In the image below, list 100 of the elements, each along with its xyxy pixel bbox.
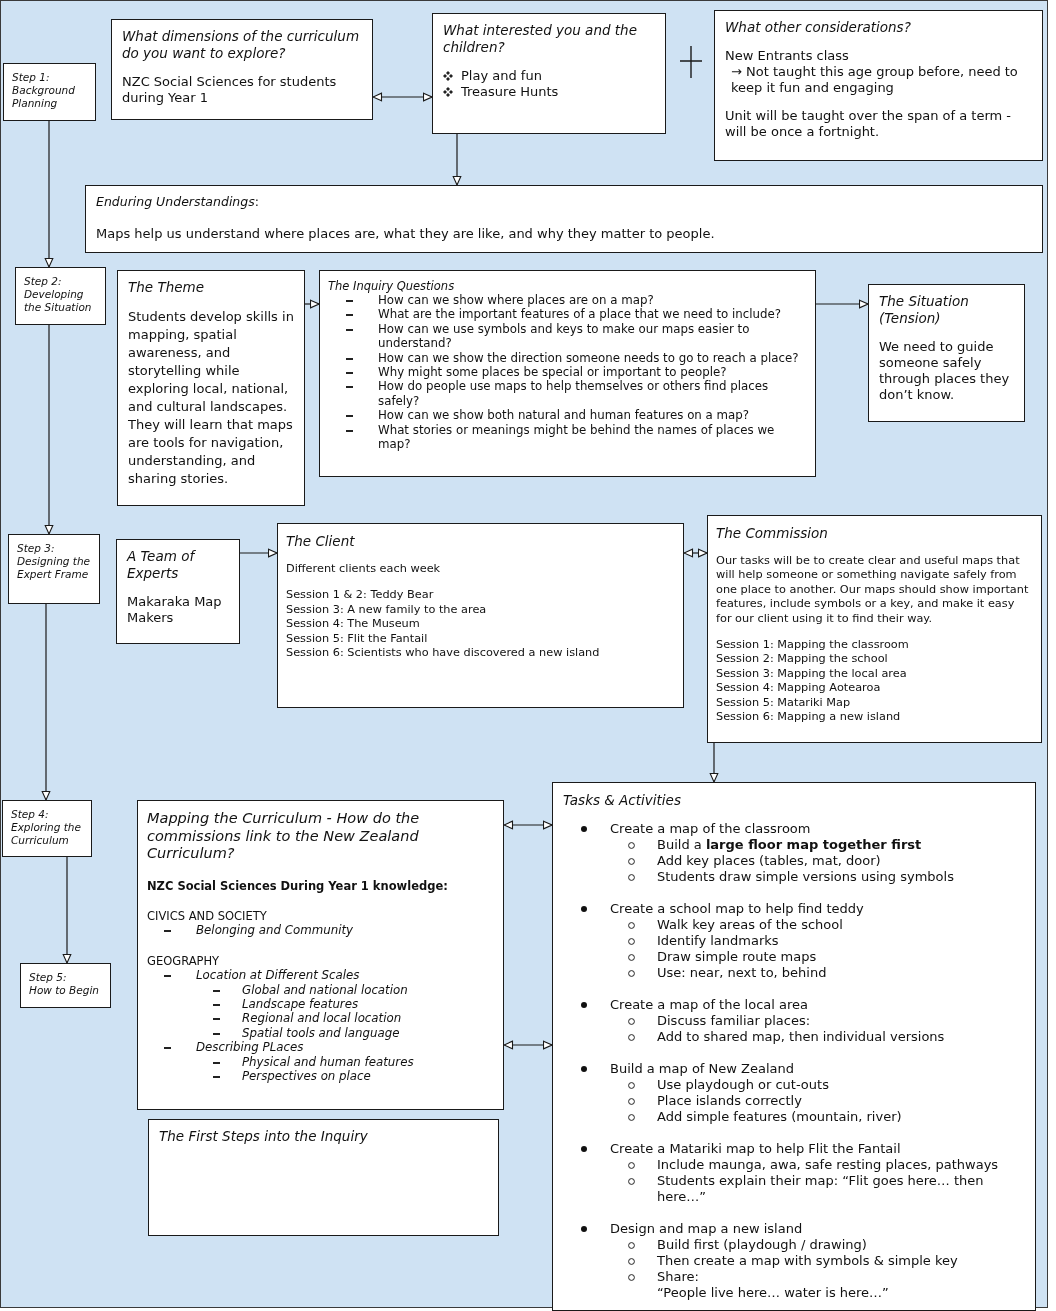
- arrow: [44, 120, 54, 268]
- question-item: How do people use maps to help themselves or others find places safely?: [378, 379, 770, 409]
- curriculum-item: Landscape features: [242, 996, 359, 1012]
- body-text: Session 6: Mapping a new island: [716, 710, 901, 725]
- body-text: Makaraka Map Makers: [127, 594, 223, 626]
- step-title: Exploring the Curriculum: [11, 821, 82, 847]
- body-text: Unit will be taught over the span of a term - will be once a fortnight.: [725, 108, 1012, 140]
- card-heading: What other considerations?: [725, 19, 911, 36]
- step-card: [3, 63, 96, 121]
- body-text: Different clients each week: [286, 562, 441, 577]
- double-arrow: [372, 92, 433, 102]
- arrow: [304, 299, 320, 309]
- card-heading: Mapping the Curriculum - How do the commissions link to the New Zealand Curriculum?: [147, 810, 421, 863]
- body-text: Session 5: Matariki Map: [716, 695, 851, 711]
- body-text: Session 1 & 2: Teddy Bear: [286, 588, 434, 603]
- step-title: How to Begin: [29, 984, 100, 997]
- curriculum-card: [137, 800, 504, 1110]
- question-item: How can we show the direction someone needs to go to reach a place?: [378, 350, 799, 366]
- step-number: Step 1:: [12, 71, 50, 84]
- step-card: [8, 534, 100, 604]
- question-item: What are the important features of a place that we need to include?: [378, 307, 781, 322]
- step-number: Step 5:: [29, 971, 67, 984]
- step-card: [2, 800, 92, 857]
- arrow: [41, 603, 51, 801]
- card-heading: Tasks & Activities: [563, 792, 681, 809]
- question-item: How can we use symbols and keys to make our maps easier to understand?: [378, 321, 751, 351]
- double-arrow: [683, 548, 708, 558]
- arrow: [815, 299, 869, 309]
- curriculum-item: Regional and local location: [242, 1011, 402, 1026]
- subtask-item: Add to shared map, then individual versions: [657, 1029, 945, 1045]
- task-item: Design and map a new island: [610, 1221, 803, 1237]
- step-number: Step 4:: [11, 808, 49, 821]
- arrow: [239, 548, 278, 558]
- commission-card: [707, 515, 1042, 743]
- step-number: Step 2:: [24, 275, 62, 288]
- question-card: [432, 13, 666, 134]
- team-card: [116, 539, 240, 644]
- card-heading: The Inquiry Questions: [328, 279, 455, 293]
- body-text: Session 6: Scientists who have discovered a new island: [286, 646, 600, 661]
- subtask-item: Share:: [657, 1269, 699, 1285]
- subtask-item: Build first (playdough / drawing): [657, 1237, 867, 1253]
- section-heading: CIVICS AND SOCIETY: [147, 908, 267, 924]
- task-item: Create a school map to help find teddy: [610, 901, 864, 917]
- body-text: Session 2: Mapping the school: [716, 652, 888, 667]
- card-heading: The Commission: [716, 525, 828, 542]
- body-text: Session 5: Flit the Fantail: [286, 631, 428, 647]
- subtask-item: Build a large floor map together first: [657, 837, 922, 853]
- curriculum-item: Physical and human features: [242, 1054, 414, 1069]
- double-arrow: [503, 820, 553, 830]
- question-item: What stories or meanings might be behind the names of places we map?: [378, 422, 776, 452]
- task-item: Create a map of the classroom: [610, 821, 811, 837]
- task-item: Create a Matariki map to help Flit the Fantail: [610, 1141, 901, 1157]
- arrow: [44, 324, 54, 535]
- card-heading: The Situation (Tension): [879, 293, 970, 327]
- step-number: Step 3:: [17, 542, 55, 555]
- double-arrow: [503, 1040, 553, 1050]
- subtask-item: Discuss familiar places:: [657, 1013, 811, 1029]
- curriculum-item: Perspectives on place: [242, 1068, 371, 1084]
- curriculum-item: Spatial tools and language: [242, 1025, 400, 1041]
- situation-card: [868, 284, 1025, 422]
- subtask-item: Walk key areas of the school: [657, 917, 843, 933]
- subtask-item: Students explain their map: “Flit goes here… then here…”: [657, 1173, 985, 1205]
- card-heading: What interested you and the children?: [443, 22, 638, 56]
- list-item: Play and fun: [461, 68, 542, 84]
- subtask-item: Use: near, next to, behind: [657, 965, 827, 981]
- body-text: NZC Social Sciences for students during Year 1: [122, 74, 338, 106]
- tasks-card: [552, 782, 1036, 1311]
- body-text: Session 4: The Museum: [286, 617, 420, 632]
- arrow: [709, 742, 719, 783]
- card-heading: The Client: [286, 533, 355, 550]
- task-item: Build a map of New Zealand: [610, 1061, 794, 1077]
- inquiry-questions-card: [319, 270, 816, 477]
- body-text: Session 3: A new family to the area: [286, 602, 487, 618]
- body-text: Maps help us understand where places are, what they are like, and why they matter to people.: [96, 226, 715, 242]
- question-item: Why might some places be special or important to people?: [378, 365, 727, 380]
- step-card: [15, 267, 106, 325]
- subtask-item: Add simple features (mountain, river): [657, 1109, 902, 1125]
- subtask-item: Use playdough or cut-outs: [657, 1077, 829, 1093]
- subtask-item: Draw simple route maps: [657, 949, 817, 965]
- subtask-item: Identify landmarks: [657, 933, 779, 949]
- card-heading: The First Steps into the Inquiry: [159, 1128, 368, 1145]
- section-heading: GEOGRAPHY: [147, 953, 220, 969]
- arrow: [452, 133, 462, 186]
- arrow: [62, 856, 72, 964]
- step-title: Developing the Situation: [24, 288, 93, 314]
- question-item: How can we show where places are on a map?: [378, 293, 654, 308]
- curriculum-item: Belonging and Community: [196, 923, 354, 938]
- subtask-item: Place islands correctly: [657, 1093, 802, 1109]
- body-text: Students develop skills in mapping, spatial awareness, and storytelling while exploring local, national, and cultural landscapes. They will learn that maps are tools for navigation, understanding, and sharing stories.: [128, 308, 294, 488]
- step-title: Background Planning: [12, 84, 76, 110]
- question-card: [111, 19, 373, 120]
- card-heading: A Team of Experts: [127, 548, 197, 582]
- card-heading: What dimensions of the curriculum do you want to explore?: [122, 28, 361, 62]
- understanding-card: [85, 185, 1043, 253]
- task-item: Create a map of the local area: [610, 997, 808, 1013]
- subtask-item: Students draw simple versions using symbols: [657, 869, 954, 885]
- question-item: How can we show both natural and human features on a map?: [378, 408, 750, 423]
- section-heading: NZC Social Sciences During Year 1 knowledge:: [147, 878, 448, 893]
- body-text: New Entrants class: [725, 48, 849, 64]
- body-text: Session 3: Mapping the local area: [716, 666, 907, 682]
